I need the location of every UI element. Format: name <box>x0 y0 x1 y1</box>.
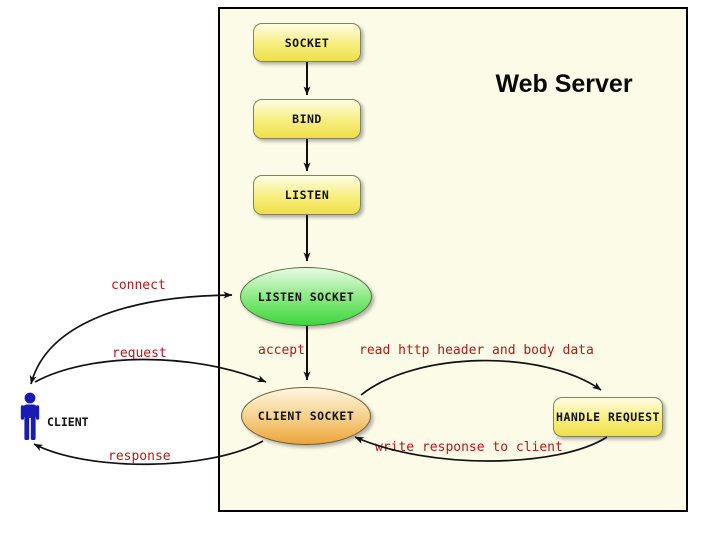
node-handle-request-label: HANDLE REQUEST <box>556 410 660 424</box>
node-bind-label: BIND <box>292 112 322 126</box>
web-server-title: Web Server <box>495 70 633 98</box>
client-person-icon <box>20 392 40 440</box>
arrow-connect-client-to-listen-socket <box>29 291 233 385</box>
node-handle-request: HANDLE REQUEST <box>553 397 663 437</box>
node-socket: SOCKET <box>253 23 361 62</box>
node-listen-socket: LISTEN SOCKET <box>240 267 372 326</box>
client-label: CLIENT <box>47 415 89 429</box>
edge-label-response: response <box>108 449 171 464</box>
edge-label-connect: connect <box>111 278 166 293</box>
node-listen-socket-label: LISTEN SOCKET <box>257 289 355 304</box>
edge-label-read-http: read http header and body data <box>359 343 594 358</box>
edge-label-request: request <box>112 346 167 361</box>
edge-label-accept: accept <box>258 343 305 358</box>
node-socket-label: SOCKET <box>284 35 330 50</box>
node-client-socket: CLIENT SOCKET <box>241 387 371 445</box>
node-listen: LISTEN <box>253 175 361 215</box>
node-client-socket-label: CLIENT SOCKET <box>257 409 355 423</box>
edge-label-write-response: write response to client <box>375 440 563 455</box>
node-listen-label: LISTEN <box>284 188 330 202</box>
node-bind: BIND <box>253 99 361 139</box>
